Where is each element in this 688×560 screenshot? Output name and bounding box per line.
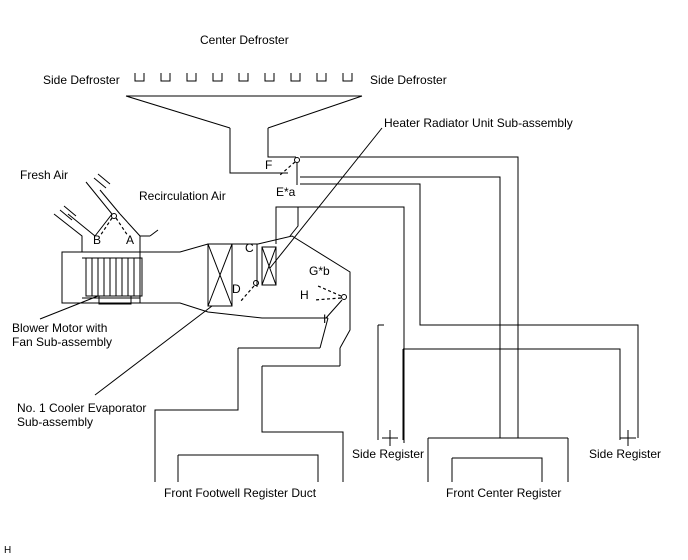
corner-mark: H — [4, 545, 11, 556]
side-register-right-label: Side Register — [589, 447, 661, 461]
blower-motor-label-line1: Blower Motor with — [12, 321, 107, 335]
damper-pivot-h — [341, 294, 347, 300]
damper-label-g: G*b — [309, 264, 330, 278]
evaporator-label-line1: No. 1 Cooler Evaporator — [17, 401, 146, 415]
damper-label-e: E*a — [276, 185, 296, 199]
damper-label-c: C — [245, 241, 254, 255]
front-center-label: Front Center Register — [446, 486, 561, 500]
damper-label-i: I — [323, 312, 326, 326]
dampers — [99, 157, 347, 319]
side-defroster-left-label: Side Defroster — [43, 73, 120, 87]
damper-pivot-d — [253, 280, 259, 286]
side-register-left-label: Side Register — [352, 447, 424, 461]
side-register-ducts — [377, 324, 636, 446]
evaporator-core — [207, 243, 233, 307]
damper-label-b: B — [93, 233, 101, 247]
fresh-air-label: Fresh Air — [20, 168, 68, 182]
damper-label-h: H — [300, 288, 309, 302]
blower-housing — [61, 251, 143, 305]
defroster-outlet — [125, 73, 363, 174]
upper-register-duct — [298, 156, 639, 443]
heater-radiator-label: Heater Radiator Unit Sub-assembly — [384, 116, 573, 130]
damper-pivot-f — [294, 157, 300, 163]
front-footwell-label: Front Footwell Register Duct — [164, 486, 317, 500]
damper-label-d: D — [232, 282, 241, 296]
damper-label-a: A — [126, 233, 134, 247]
air-inlets — [53, 173, 159, 252]
front-center-duct — [427, 437, 569, 482]
recirculation-air-label: Recirculation Air — [139, 189, 226, 203]
side-register-right-mark — [620, 430, 636, 446]
heater-core — [256, 244, 277, 287]
front-footwell-duct — [154, 347, 344, 482]
side-defroster-right-label: Side Defroster — [370, 73, 447, 87]
hvac-case — [140, 206, 351, 366]
damper-label-f: F — [265, 158, 272, 172]
side-register-left-mark — [382, 430, 398, 446]
leader-lines — [39, 127, 383, 396]
evaporator-label-line2: Sub-assembly — [17, 415, 93, 429]
center-defroster-label: Center Defroster — [200, 33, 289, 47]
damper-pivot-a-b — [111, 213, 117, 219]
blower-motor-label-line2: Fan Sub-assembly — [12, 335, 112, 349]
